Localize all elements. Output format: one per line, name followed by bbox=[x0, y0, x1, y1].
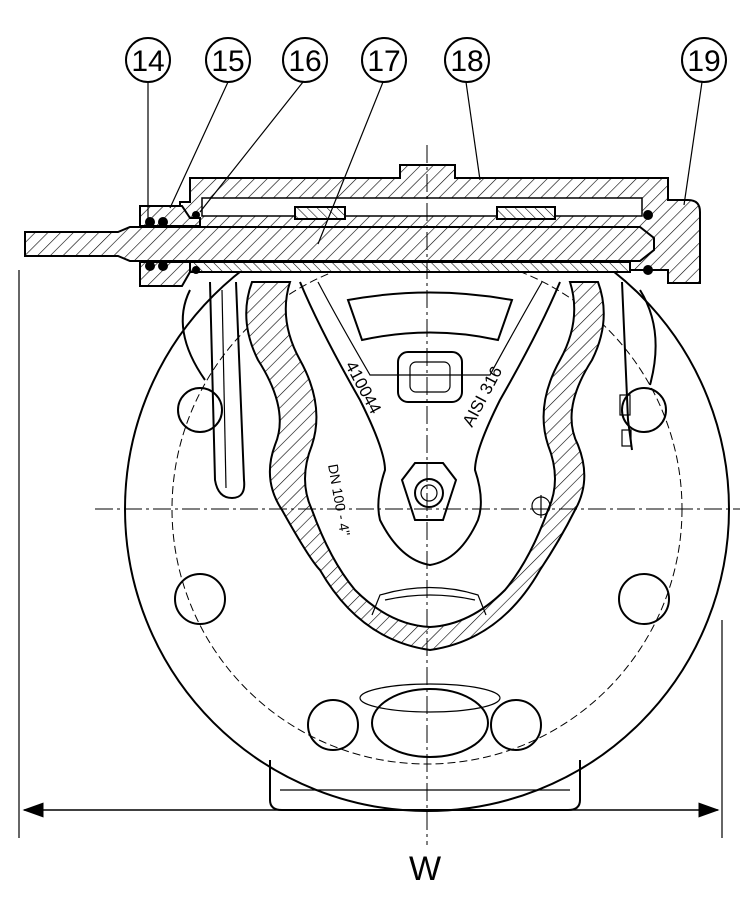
seal bbox=[643, 265, 653, 275]
gland-housing bbox=[139, 205, 653, 287]
svg-text:18: 18 bbox=[450, 45, 483, 78]
o-ring bbox=[145, 217, 155, 227]
svg-text:19: 19 bbox=[687, 45, 720, 78]
callout-16: 16 bbox=[282, 37, 328, 83]
bolt-hole bbox=[174, 573, 226, 625]
svg-text:15: 15 bbox=[211, 45, 244, 78]
bolt-hole bbox=[490, 699, 542, 751]
dimension-w-label: W bbox=[409, 850, 441, 888]
side-lever bbox=[181, 281, 246, 500]
body-wall bbox=[245, 281, 605, 652]
valve-disc-arm bbox=[299, 281, 561, 567]
callout-15: 15 bbox=[205, 37, 251, 83]
bolt-hole bbox=[621, 387, 667, 433]
callout-18: 18 bbox=[444, 37, 490, 83]
o-ring bbox=[145, 261, 155, 271]
callout-leaders bbox=[147, 81, 703, 245]
material-grade-marking: AISI 316 bbox=[459, 363, 506, 430]
shaft bbox=[24, 226, 655, 262]
seal bbox=[192, 211, 200, 219]
seal bbox=[643, 210, 653, 220]
svg-text:14: 14 bbox=[131, 45, 164, 78]
o-ring bbox=[158, 217, 168, 227]
bolt-hole bbox=[618, 573, 670, 625]
o-ring bbox=[158, 261, 168, 271]
callout-17: 17 bbox=[361, 37, 407, 83]
callout-19: 19 bbox=[681, 37, 727, 83]
side-clip bbox=[619, 281, 657, 451]
bolt-hole bbox=[307, 699, 359, 751]
svg-text:17: 17 bbox=[367, 45, 400, 78]
nominal-size-marking: DN 100 - 4" bbox=[325, 463, 353, 537]
svg-text:16: 16 bbox=[288, 45, 321, 78]
callout-14: 14 bbox=[125, 37, 171, 83]
bolt-hole bbox=[177, 387, 223, 433]
dimension-w: W bbox=[18, 270, 723, 888]
seal bbox=[192, 266, 200, 274]
